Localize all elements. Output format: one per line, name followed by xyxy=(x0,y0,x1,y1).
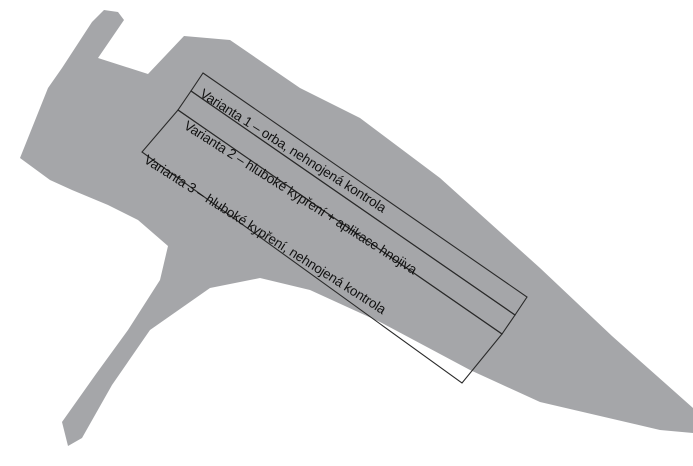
field-map: Varianta 1 – orba, nehnojená kontrola Va… xyxy=(0,0,693,466)
